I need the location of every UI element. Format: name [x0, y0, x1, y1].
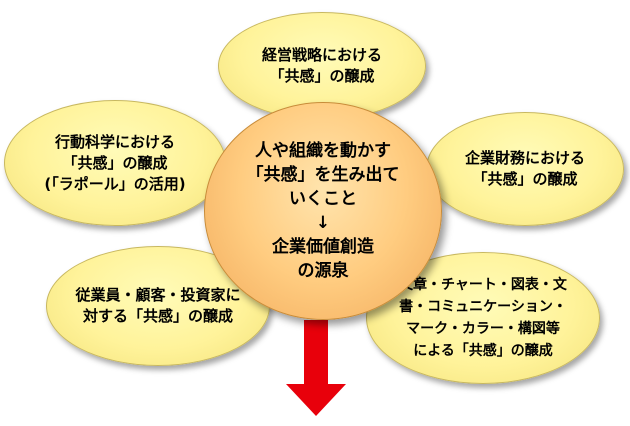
petal-corporate-finance: 企業財務における 「共感」の醸成: [426, 112, 624, 226]
petal-behavioral-science: 行動科学における 「共感」の醸成 (「ラポール」の活用): [4, 100, 226, 226]
center-arrow-glyph: ↓: [315, 213, 331, 233]
center-text-line: いくこと: [289, 189, 357, 209]
petal-text-line: (「ラポール」の活用): [44, 174, 186, 193]
petal-text-line: 書・コミュニケーション・: [399, 299, 567, 315]
petal-management-strategy: 経営戦略における 「共感」の醸成: [218, 12, 426, 120]
petal-text-line: 「共感」の醸成: [472, 170, 578, 188]
petal-communication-design: 文章・チャート・図表・文 書・コミュニケーション・ マーク・カラー・構図等 によ…: [366, 252, 600, 384]
center-core-concept: 人や組織を動かす 「共感」を生み出て いくこと ↓ 企業価値創造 の源泉: [204, 102, 442, 320]
center-text-line: 「共感」を生み出て: [246, 165, 400, 185]
petal-text-line: 「共感」の醸成: [269, 67, 375, 85]
petal-text-line: 行動科学における: [54, 132, 175, 151]
center-text-line: の源泉: [297, 261, 349, 281]
petal-text-line: による「共感」の醸成: [413, 343, 553, 359]
petal-text-line: 文章・チャート・図表・文: [399, 277, 567, 293]
petal-text-line: 「共感」の醸成: [62, 153, 168, 172]
petal-text-line: 企業財務における: [464, 149, 585, 167]
petal-text-line: 経営戦略における: [261, 46, 382, 64]
petal-text-line: 従業員・顧客・投資家に: [75, 286, 241, 304]
petal-text-line: 対する「共感」の醸成: [82, 307, 233, 325]
petal-text-line: マーク・カラー・構図等: [406, 321, 560, 337]
center-text-line: 企業価値創造: [272, 237, 374, 257]
center-text-line: 人や組織を動かす: [255, 141, 391, 161]
